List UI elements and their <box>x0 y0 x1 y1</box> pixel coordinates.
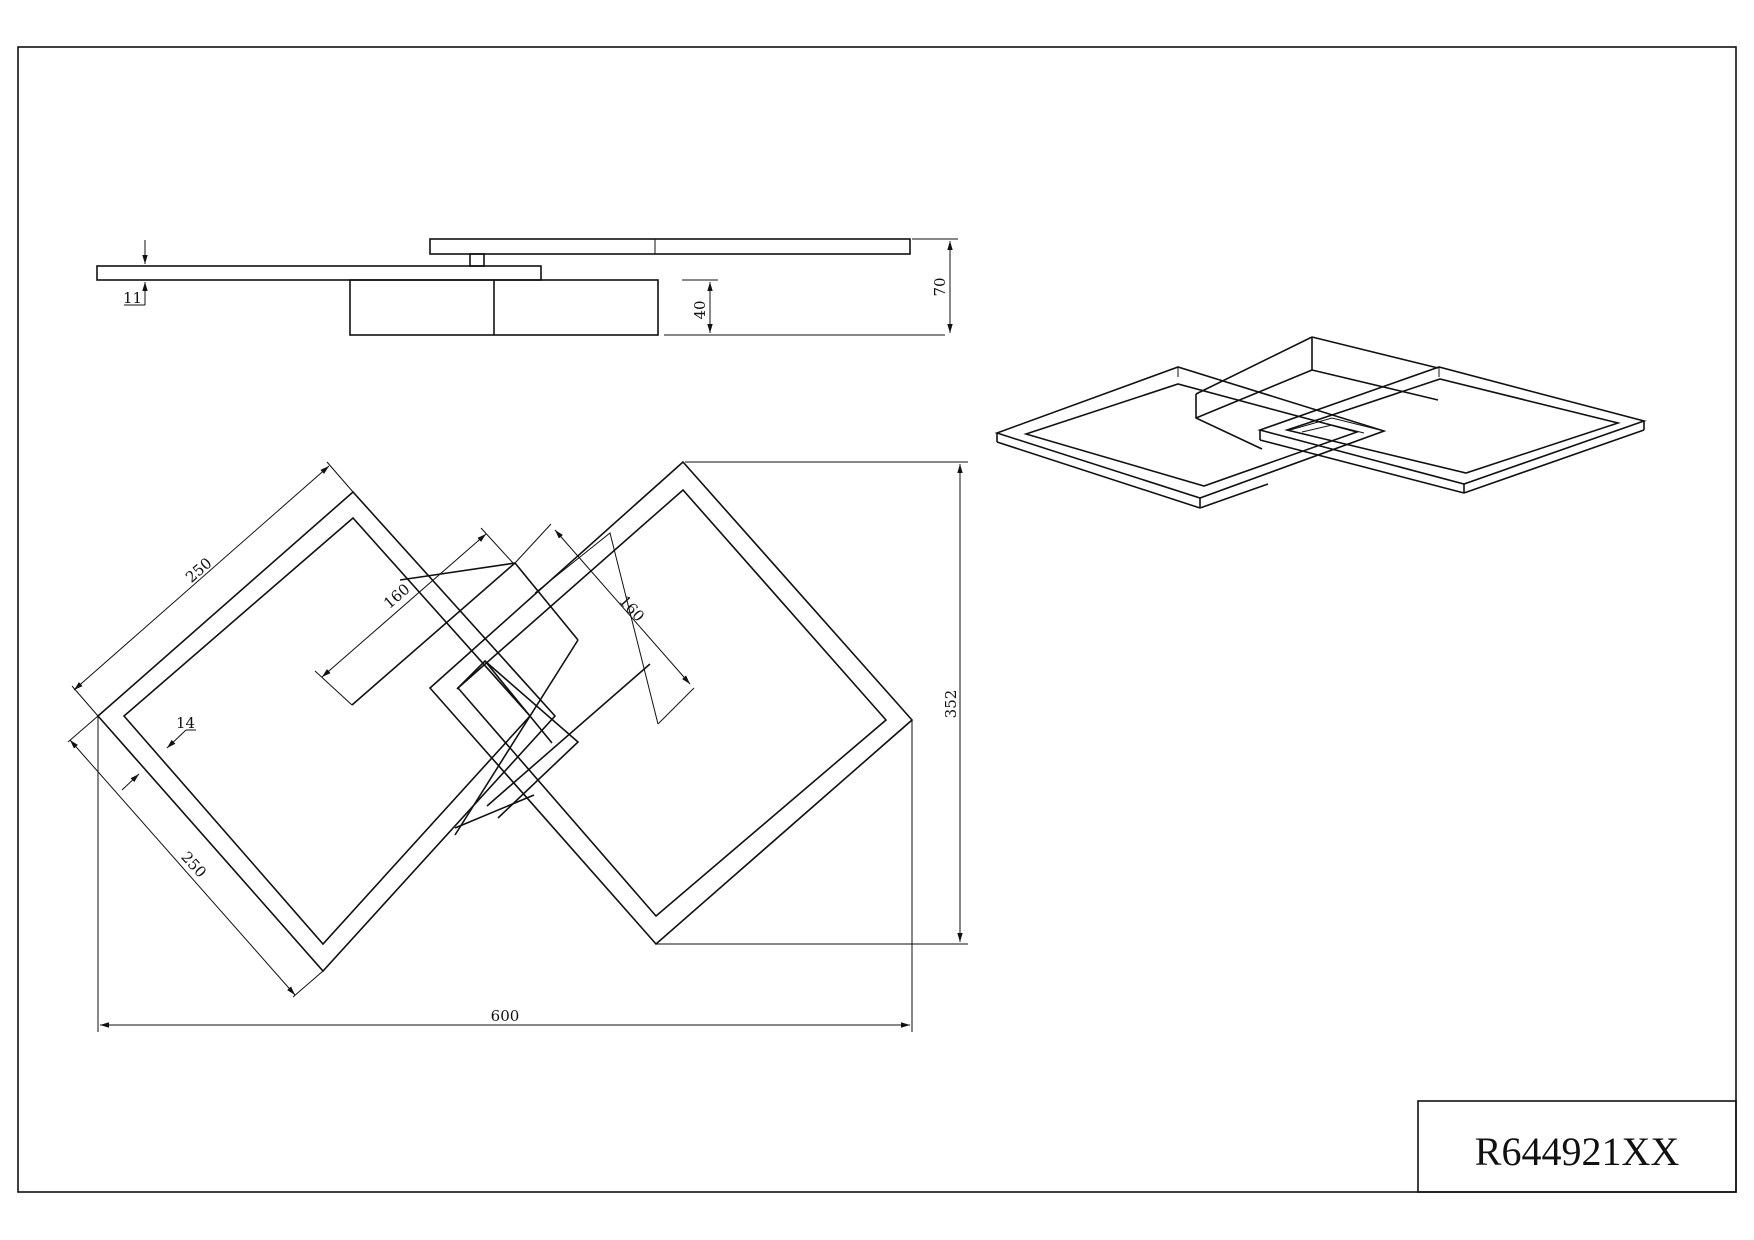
dim-total-depth: 352 <box>656 461 968 945</box>
right-frame <box>428 460 914 946</box>
dim-label-160-left: 160 <box>380 580 413 612</box>
dim-label-352: 352 <box>942 690 960 719</box>
dim-label-600: 600 <box>491 1007 520 1025</box>
central-body <box>351 532 659 836</box>
side-view: 11 40 70 <box>96 238 958 336</box>
dim-label-250-upper: 250 <box>182 554 215 586</box>
dim-label-250-lower: 250 <box>177 848 210 881</box>
dim-frame-width: 14 <box>121 714 196 791</box>
iso-inner-bracket <box>1289 417 1385 434</box>
canopy-body <box>349 279 659 336</box>
lower-plate <box>96 265 542 281</box>
isometric-view <box>994 336 1647 509</box>
iso-left-frame <box>994 366 1387 509</box>
left-frame <box>96 490 557 973</box>
connector <box>469 253 485 267</box>
dim-label-14: 14 <box>176 714 195 732</box>
dim-frame-side-upper: 250 <box>71 461 354 717</box>
dim-total-height: 70 <box>912 238 958 333</box>
drawing-border <box>17 46 1737 1193</box>
dim-canopy-height: 40 <box>664 279 945 336</box>
iso-canopy <box>1195 336 1439 450</box>
dim-inner-length-right: 160 <box>514 523 695 725</box>
dim-plate-thickness: 11 <box>123 240 148 307</box>
dim-label-11: 11 <box>123 289 142 307</box>
dim-label-40: 40 <box>691 300 709 319</box>
dim-total-width: 600 <box>97 716 913 1032</box>
upper-plate <box>429 238 911 255</box>
dim-label-70: 70 <box>931 277 949 296</box>
title-block: R644921XX <box>1417 1100 1737 1193</box>
iso-right-frame <box>1257 366 1647 494</box>
top-view: 250 250 14 160 160 <box>67 460 968 1032</box>
dim-inner-length-left: 160 <box>314 527 514 706</box>
dim-label-160-right: 160 <box>615 592 648 625</box>
model-code: R644921XX <box>1475 1129 1680 1174</box>
dim-frame-side-lower: 250 <box>67 715 324 998</box>
